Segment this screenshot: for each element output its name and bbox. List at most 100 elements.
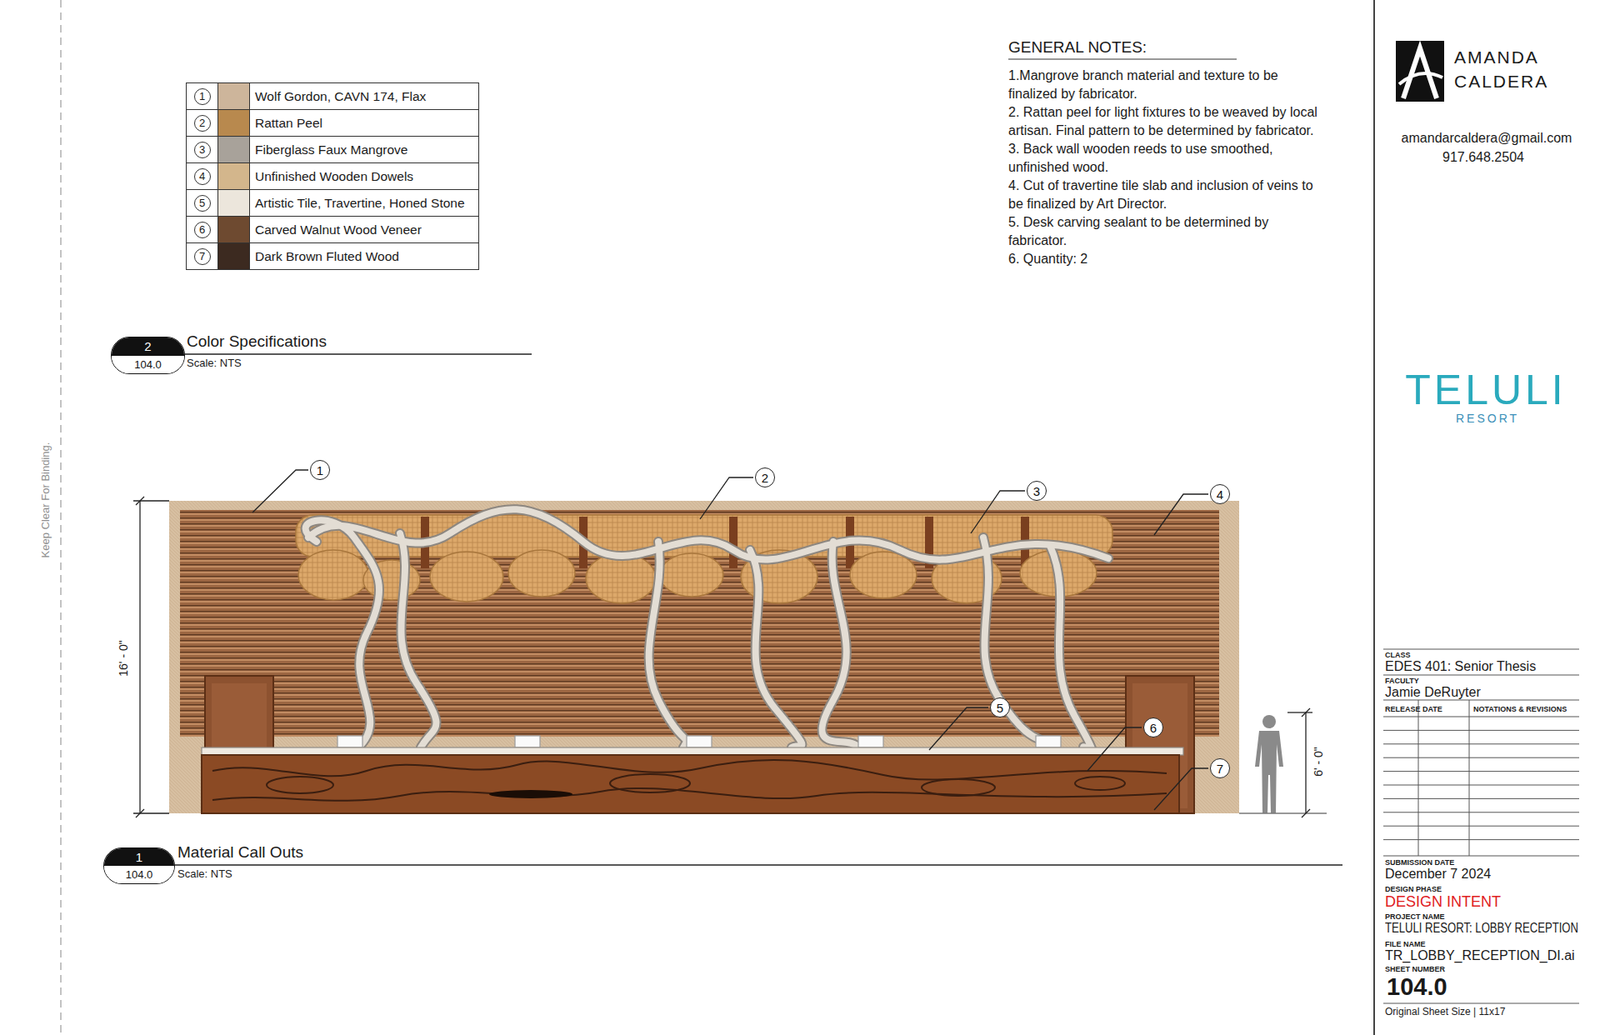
legend-swatch xyxy=(218,190,250,216)
brand-subtitle: RESORT xyxy=(1455,411,1520,425)
legend-number-cell: 6 xyxy=(186,216,219,243)
legend-row: 3 Fiberglass Faux Mangrove xyxy=(186,135,479,163)
view-title: Color Specifications xyxy=(186,332,327,351)
brand-logo: TELULI xyxy=(1405,366,1567,415)
field-label: SUBMISSION DATE xyxy=(1385,858,1455,867)
callout-bubble: 6 xyxy=(1143,717,1164,738)
field-label: DESIGN PHASE xyxy=(1385,885,1442,894)
field-value: TELULI RESORT: LOBBY RECEPTION xyxy=(1385,920,1579,936)
sheet-reference: 104.0 xyxy=(104,865,175,884)
legend-number-cell: 5 xyxy=(186,190,219,216)
legend-number-cell: 2 xyxy=(186,110,219,136)
legend-row: 7 Dark Brown Fluted Wood xyxy=(186,242,479,270)
view-number: 2 xyxy=(111,337,185,356)
binding-note: Keep Clear For Binding. xyxy=(40,442,53,559)
legend-text-cell: Dark Brown Fluted Wood xyxy=(250,243,479,270)
legend-text: Dark Brown Fluted Wood xyxy=(255,249,400,265)
field-label: FILE NAME xyxy=(1385,940,1426,949)
view-number: 1 xyxy=(104,848,175,866)
legend-row: 4 Unfinished Wooden Dowels xyxy=(186,162,479,190)
view-bubble: 1104.0 xyxy=(103,847,175,885)
dimension: 6' - 0" xyxy=(1311,746,1325,777)
sheet-number: 104.0 xyxy=(1386,973,1448,1001)
field-label: SHEET NUMBER xyxy=(1385,965,1445,974)
legend-text-cell: Unfinished Wooden Dowels xyxy=(250,163,479,190)
legend-number: 6 xyxy=(194,221,211,239)
legend-swatch xyxy=(218,243,250,270)
callout-number: 1 xyxy=(316,464,324,477)
column-header: RELEASE xyxy=(1385,705,1421,714)
legend-text: Wolf Gordon, CAVN 174, Flax xyxy=(255,89,426,105)
legend-row: 2 Rattan Peel xyxy=(186,109,479,136)
legend-number: 5 xyxy=(194,195,211,212)
legend-swatch xyxy=(218,216,250,243)
legend-text-cell: Wolf Gordon, CAVN 174, Flax xyxy=(250,83,479,110)
legend-text: Unfinished Wooden Dowels xyxy=(255,169,414,185)
view-bubble: 2104.0 xyxy=(110,336,185,375)
legend-number: 7 xyxy=(194,248,211,265)
sheet-reference: 104.0 xyxy=(111,355,185,375)
notes-block: 1.Mangrove branch material and texture t… xyxy=(1008,66,1330,269)
callout-number: 3 xyxy=(1033,485,1040,498)
legend-text-cell: Artistic Tile, Travertine, Honed Stone xyxy=(250,190,479,216)
field-label: CLASS xyxy=(1385,650,1411,660)
column-header: NOTATIONS & REVISIONS xyxy=(1473,705,1567,714)
designer-name: CALDERA xyxy=(1454,71,1549,92)
legend-swatch xyxy=(218,136,250,163)
callout-number: 4 xyxy=(1216,488,1224,501)
callout-number: 2 xyxy=(761,471,769,485)
note-text: 4. Cut of travertine tile slab and inclu… xyxy=(1008,176,1330,214)
note-text: 6. Quantity: 2 xyxy=(1008,250,1330,269)
note-text: 3. Back wall wooden reeds to use smoothe… xyxy=(1008,140,1330,177)
legend-text: Carved Walnut Wood Veneer xyxy=(255,222,422,238)
designer-name: AMANDA xyxy=(1454,47,1540,68)
legend-text-cell: Fiberglass Faux Mangrove xyxy=(250,136,479,163)
column-header: DATE xyxy=(1422,705,1443,714)
callout-number: 6 xyxy=(1150,721,1157,735)
legend-table: 1 Wolf Gordon, CAVN 174, Flax 2 Rattan Peel… xyxy=(185,82,480,270)
scale-note: Scale: NTS xyxy=(186,357,242,370)
field-value: TR_LOBBY_RECEPTION_DI.ai xyxy=(1385,948,1575,964)
legend-swatch xyxy=(218,110,250,136)
legend-number: 2 xyxy=(194,115,211,132)
legend-text-cell: Rattan Peel xyxy=(250,110,479,136)
note-text: 2. Rattan peel for light fixtures to be … xyxy=(1008,103,1330,140)
legend-text: Rattan Peel xyxy=(255,115,323,131)
legend-number: 1 xyxy=(194,88,211,105)
note-text: 1.Mangrove branch material and texture t… xyxy=(1008,66,1330,104)
legend-row: 6 Carved Walnut Wood Veneer xyxy=(186,215,479,243)
legend-number-cell: 3 xyxy=(186,136,219,163)
legend-number-cell: 1 xyxy=(186,83,219,110)
callout-bubble: 1 xyxy=(310,460,330,480)
contact-email: amandarcaldera@gmail.com xyxy=(1401,130,1573,146)
legend-row: 1 Wolf Gordon, CAVN 174, Flax xyxy=(186,83,479,110)
callout-bubble: 2 xyxy=(755,467,775,488)
legend-number-cell: 4 xyxy=(186,163,219,190)
legend-number: 4 xyxy=(194,168,211,185)
legend-swatch xyxy=(218,83,250,110)
field-value: December 7 2024 xyxy=(1385,866,1491,882)
legend-text: Artistic Tile, Travertine, Honed Stone xyxy=(255,195,465,211)
callout-bubble: 5 xyxy=(990,697,1010,718)
notes-heading: GENERAL NOTES: xyxy=(1008,38,1147,57)
dimension: 16' - 0" xyxy=(116,640,130,676)
sheet-size: Original Sheet Size | 11x17 xyxy=(1385,1006,1505,1019)
field-value: EDES 401: Senior Thesis xyxy=(1385,659,1536,675)
legend-swatch xyxy=(218,163,250,190)
legend-number-cell: 7 xyxy=(186,243,219,270)
legend-number: 3 xyxy=(194,141,211,159)
callout-number: 5 xyxy=(996,701,1004,715)
legend-text-cell: Carved Walnut Wood Veneer xyxy=(250,216,479,243)
legend-text: Fiberglass Faux Mangrove xyxy=(255,142,409,158)
callout-bubble: 7 xyxy=(1210,758,1230,779)
field-label: PROJECT NAME xyxy=(1385,912,1445,921)
field-value: Jamie DeRuyter xyxy=(1385,685,1481,700)
callout-number: 7 xyxy=(1216,762,1224,775)
callout-bubble: 4 xyxy=(1210,484,1230,505)
field-label: FACULTY xyxy=(1385,676,1420,685)
design-phase: DESIGN INTENT xyxy=(1385,893,1501,911)
view-title: Material Call Outs xyxy=(177,843,304,862)
scale-note: Scale: NTS xyxy=(177,868,233,881)
callout-bubble: 3 xyxy=(1026,480,1047,501)
